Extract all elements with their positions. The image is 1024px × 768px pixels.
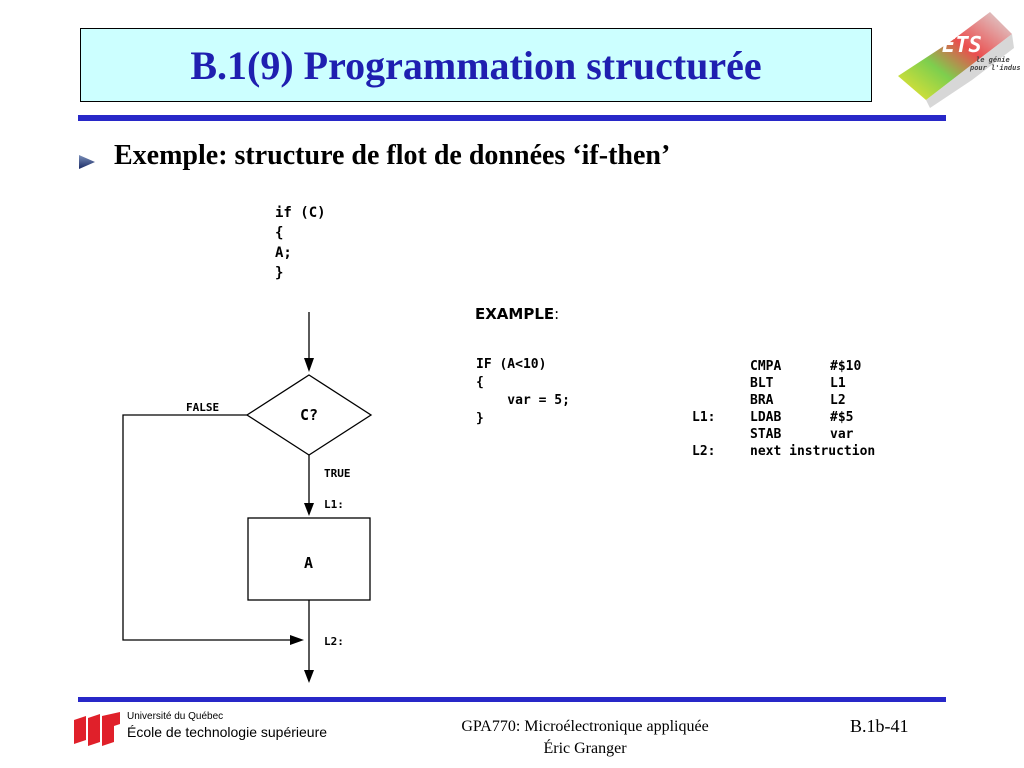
true-arrowhead — [304, 503, 314, 516]
block-a-label: A — [304, 554, 313, 572]
condition-label: C? — [300, 406, 318, 424]
flow-code-line: { — [275, 225, 283, 241]
l1-label: L1: — [324, 498, 344, 511]
false-branch-line — [122, 414, 300, 641]
flow-code-line: A; — [275, 245, 292, 261]
header-rule — [78, 115, 946, 121]
flow-code-line: } — [275, 265, 283, 281]
ets-logo: ÉTS le génie pour l'industrie — [898, 12, 1020, 108]
asm-op: LDAB — [750, 410, 782, 425]
university-name: Université du Québec — [127, 711, 224, 722]
entry-arrowhead — [304, 358, 314, 372]
example-heading-text: EXAMPLE — [475, 305, 555, 323]
ets-logo-tagline-2: pour l'industrie — [969, 64, 1020, 72]
asm-label: L1: — [692, 410, 716, 425]
asm-arg: L1 — [830, 376, 846, 391]
asm-op: next instruction — [750, 444, 876, 459]
l2-label: L2: — [324, 635, 344, 648]
false-label: FALSE — [186, 401, 219, 414]
footer-rule — [78, 697, 946, 702]
asm-arg: #$5 — [830, 410, 854, 425]
asm-op: CMPA — [750, 359, 782, 374]
asm-arg: var — [830, 427, 854, 442]
example-code-line: IF (A<10) — [476, 357, 547, 372]
uq-logo-icon — [74, 712, 120, 746]
asm-op: STAB — [750, 427, 782, 442]
example-code-line: var = 5; — [476, 393, 570, 408]
true-label: TRUE — [324, 467, 351, 480]
example-heading-colon: : — [554, 305, 560, 323]
example-code-line: { — [476, 375, 484, 390]
ets-logo-mark: ÉTS — [942, 32, 982, 58]
asm-op: BLT — [750, 376, 774, 391]
block-a — [247, 517, 371, 601]
course-info: GPA770: Microélectronique appliquée Éric… — [400, 716, 770, 760]
ets-logo-tagline-1: le génie — [976, 56, 1010, 64]
asm-arg: L2 — [830, 393, 846, 408]
title-box: B.1(9) Programmation structurée — [80, 28, 872, 102]
course-title: GPA770: Microélectronique appliquée — [461, 718, 709, 735]
school-name: École de technologie supérieure — [127, 724, 328, 740]
flow-code-line: if (C) — [275, 205, 326, 221]
false-arrowhead — [290, 635, 304, 645]
author-name: Éric Granger — [543, 740, 627, 757]
page-number: B.1b-41 — [850, 716, 909, 736]
asm-op: BRA — [750, 393, 774, 408]
example-code-line: } — [476, 411, 484, 426]
arrow-bullet-icon — [79, 155, 95, 169]
asm-label: L2: — [692, 444, 716, 459]
example-heading: EXAMPLE: — [475, 305, 559, 323]
exit-arrowhead — [304, 670, 314, 683]
page-title: B.1(9) Programmation structurée — [190, 42, 762, 88]
bullet-text: Exemple: structure de flot de données ‘i… — [114, 140, 671, 171]
asm-arg: #$10 — [830, 359, 862, 374]
